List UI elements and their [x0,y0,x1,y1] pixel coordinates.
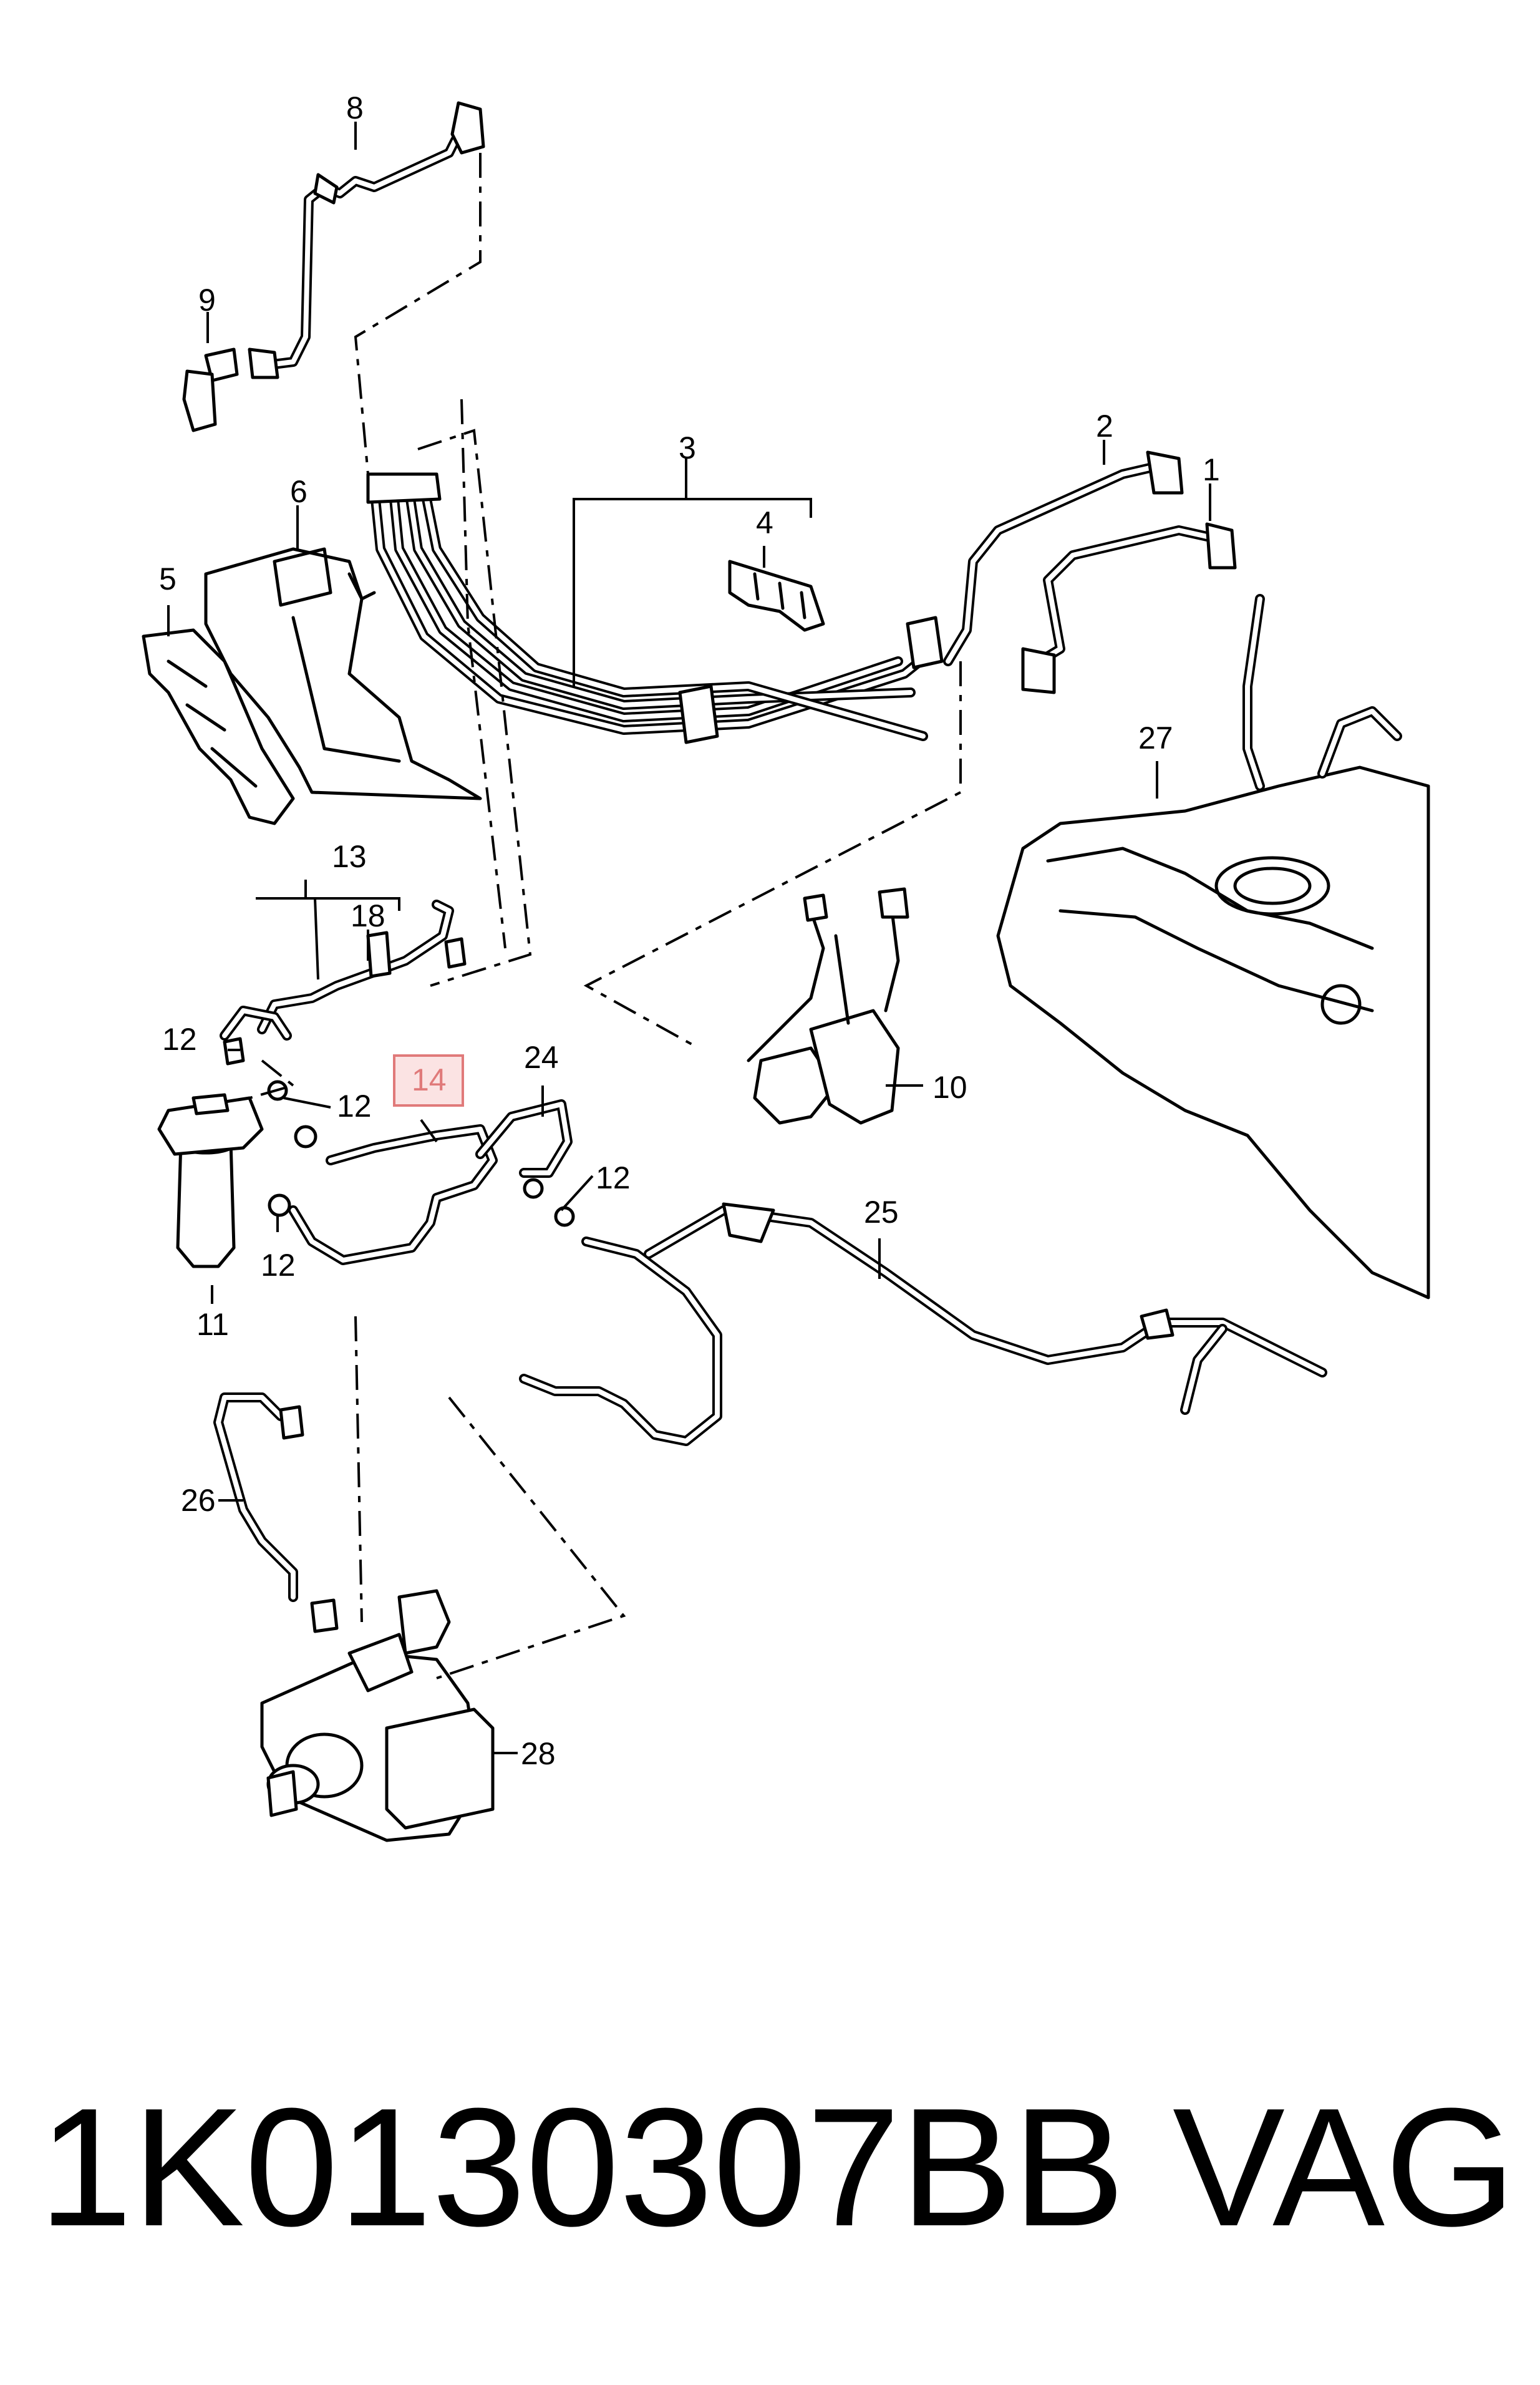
part-3-pipe-bundle [366,472,944,744]
callout-13: 13 [332,839,367,874]
callout-10: 10 [932,1070,967,1105]
callout-4: 4 [756,505,773,540]
callout-24: 24 [524,1040,559,1075]
callout-14: 14 [412,1062,447,1097]
part-13-hose [220,900,467,1041]
callout-9: 9 [198,283,216,318]
callout-12-b: 12 [337,1089,372,1124]
part-2-line [943,450,1184,666]
callout-18: 18 [351,898,385,933]
part-6-shield [204,547,482,800]
callout-28: 28 [521,1736,556,1771]
callout-5: 5 [159,561,177,596]
callout-2: 2 [1096,409,1113,444]
part-14-hose [288,1124,498,1265]
callout-12-a: 12 [162,1022,197,1057]
part-number: 1K0130307BB [39,2074,1125,2261]
callout-8: 8 [346,90,364,125]
part-4-clip [728,560,825,632]
callout-12-d: 12 [261,1248,296,1283]
part-26-line [213,1392,339,1633]
leader-lines [167,122,1211,1754]
callout-25: 25 [864,1195,899,1230]
part-24-hose [475,1099,573,1178]
callout-12-c: 12 [596,1160,631,1195]
part-8-fuel-line [263,101,485,370]
callout-labels: 8 9 6 5 3 4 2 1 27 13 18 12 12 14 24 12 … [159,90,1220,1771]
part-25-return-line [519,1202,1327,1446]
callout-26: 26 [181,1483,216,1518]
part-5-bracket [142,628,295,825]
assembly-dash-lines [249,153,962,1679]
part-28-fuel-pump [260,1589,495,1842]
part-27-fuel-tank [996,594,1430,1299]
callout-27: 27 [1138,721,1173,755]
part-9-connector [182,347,279,432]
callout-11: 11 [196,1307,229,1342]
part-10-sensor-bracket [747,887,909,1125]
part-12-clips [267,1080,575,1227]
part-1-line [1021,522,1237,694]
callout-14-highlight [393,1054,464,1107]
callout-1: 1 [1203,452,1220,487]
brand-label: VAG [1173,2074,1516,2261]
callout-3: 3 [679,430,696,465]
part-11-fuel-filter [157,1037,264,1268]
callout-6: 6 [290,474,308,509]
